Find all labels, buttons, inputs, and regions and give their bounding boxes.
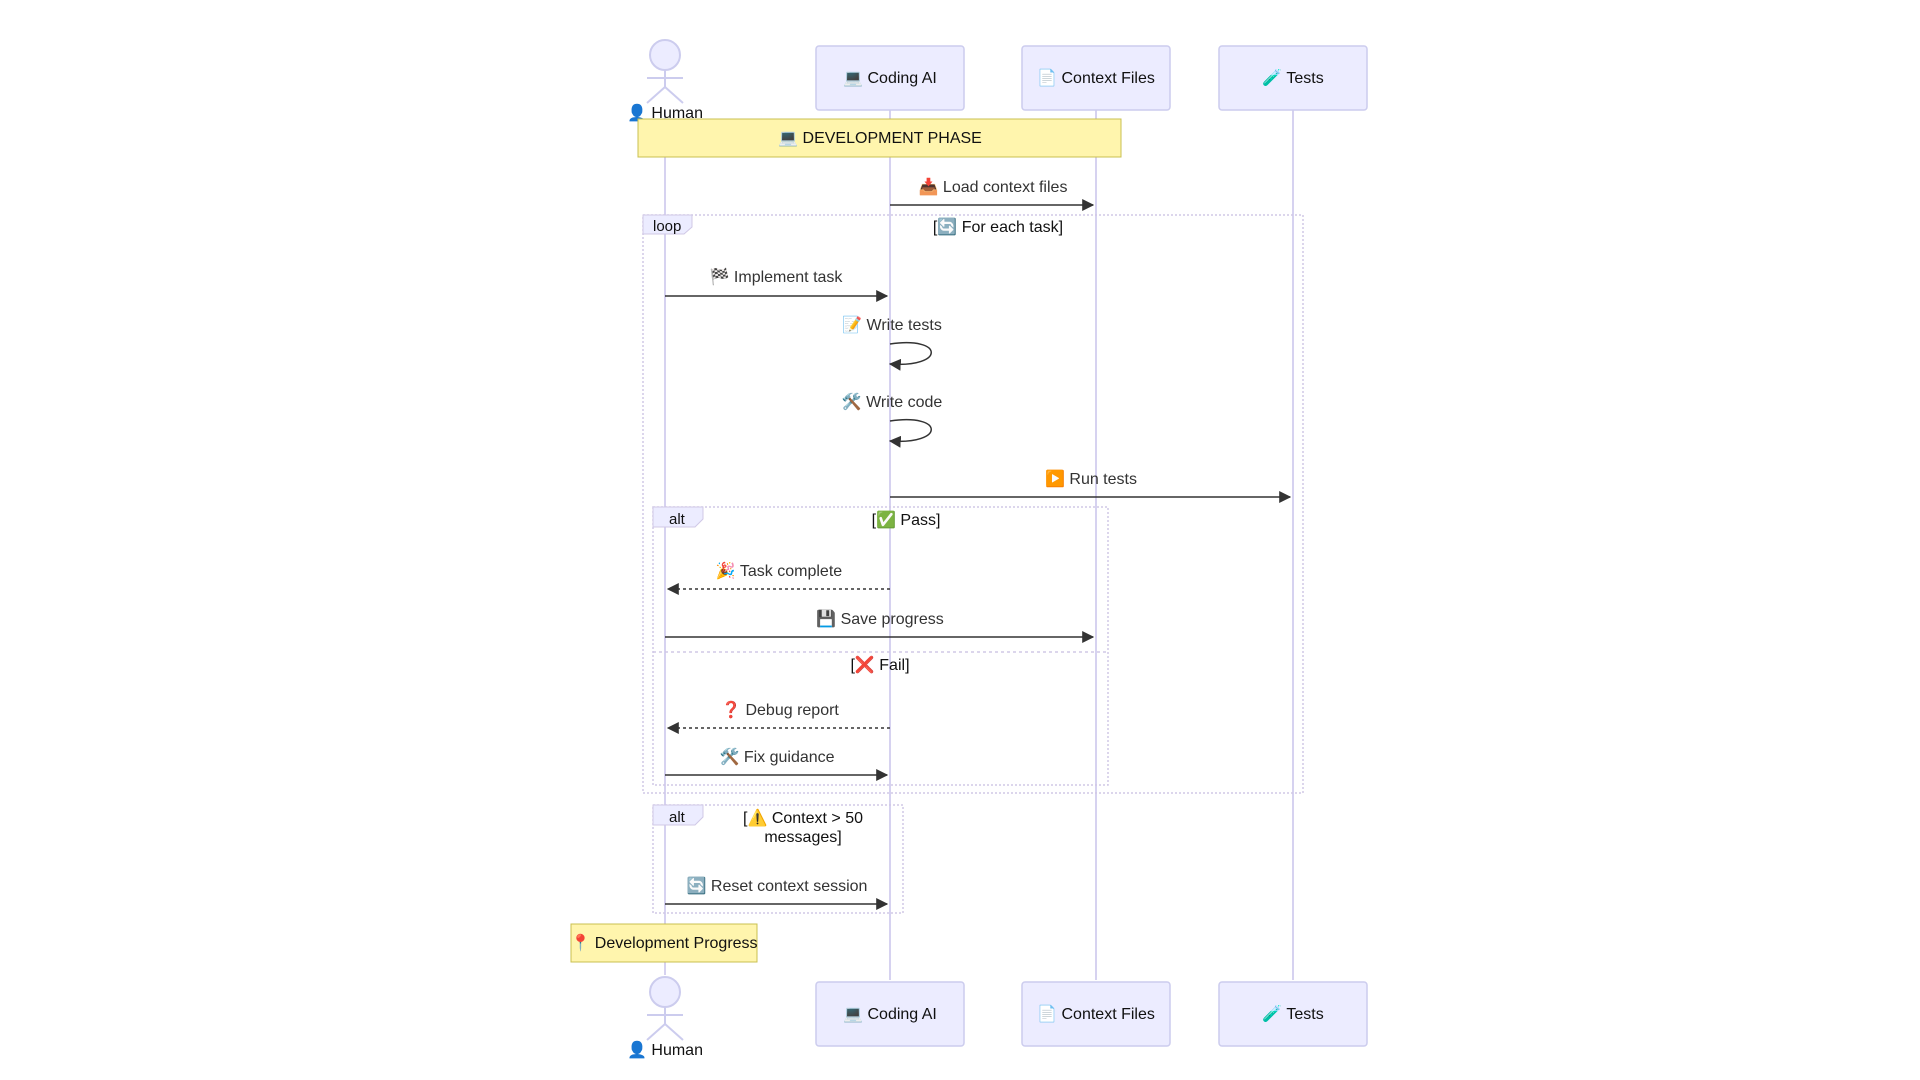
self-loop-arrow-write-tests <box>888 342 932 371</box>
stick-figure-icon <box>646 976 684 1041</box>
fragment-condition-context-line2: messages] <box>764 829 841 846</box>
participant-context-files-bottom: 📄 Context Files <box>1021 981 1171 1047</box>
alt-fragment-pass-fail: alt [✅ Pass] [❌ Fail] <box>652 506 1109 786</box>
message-label-save-progress: 💾 Save progress <box>816 609 944 628</box>
participant-coding-ai-top: 💻 Coding AI <box>815 45 965 111</box>
participant-label: 🧪 Tests <box>1262 69 1323 87</box>
message-label-write-tests: 📝 Write tests <box>842 315 942 334</box>
message-label-load-context: 📥 Load context files <box>919 177 1068 196</box>
loop-fragment: loop [🔄 For each task] <box>642 214 1304 794</box>
fragment-condition-pass: [✅ Pass] <box>872 510 941 529</box>
participant-label: 💻 Coding AI <box>843 1006 937 1023</box>
participant-tests-top: 🧪 Tests <box>1218 45 1368 111</box>
alt-fragment-context: alt [⚠️ Context > 50 messages] <box>652 804 904 914</box>
participant-label: 👤 Human <box>627 103 703 122</box>
fragment-keyword-alt: alt <box>669 511 686 528</box>
message-label-fix-guidance: 🛠️ Fix guidance <box>719 747 834 766</box>
message-label-task-complete: 🎉 Task complete <box>716 561 842 580</box>
participant-label: 📄 Context Files <box>1037 68 1155 87</box>
note-development-progress: 📍 Development Progress <box>570 923 758 963</box>
note-development-phase: 💻 DEVELOPMENT PHASE <box>637 118 1122 158</box>
fragment-keyword-alt: alt <box>669 809 686 826</box>
stick-figure-icon <box>646 39 684 104</box>
participant-coding-ai-bottom: 💻 Coding AI <box>815 981 965 1047</box>
participant-label: 🧪 Tests <box>1262 1005 1323 1023</box>
participant-human-top: 👤 Human <box>627 39 703 122</box>
participant-tests-bottom: 🧪 Tests <box>1218 981 1368 1047</box>
message-label-implement-task: 🏁 Implement task <box>710 267 844 286</box>
fragment-condition-context-line1: [⚠️ Context > 50 <box>743 808 863 827</box>
self-loop-arrow-write-code <box>888 419 932 448</box>
fragment-condition-fail: [❌ Fail] <box>850 655 909 674</box>
message-label-debug-report: ❓ Debug report <box>721 700 839 719</box>
note-label: 📍 Development Progress <box>570 933 757 952</box>
participant-label: 📄 Context Files <box>1037 1004 1155 1023</box>
participant-human-bottom: 👤 Human <box>627 976 703 1059</box>
fragment-keyword-loop: loop <box>653 218 681 235</box>
note-label: 💻 DEVELOPMENT PHASE <box>778 130 982 147</box>
message-label-reset-context: 🔄 Reset context session <box>687 876 868 895</box>
participant-label: 👤 Human <box>627 1040 703 1059</box>
participant-label: 💻 Coding AI <box>843 70 937 87</box>
message-label-run-tests: ▶️ Run tests <box>1045 469 1137 488</box>
message-label-write-code: 🛠️ Write code <box>842 392 943 411</box>
participant-context-files-top: 📄 Context Files <box>1021 45 1171 111</box>
fragment-condition-loop: [🔄 For each task] <box>933 217 1063 236</box>
